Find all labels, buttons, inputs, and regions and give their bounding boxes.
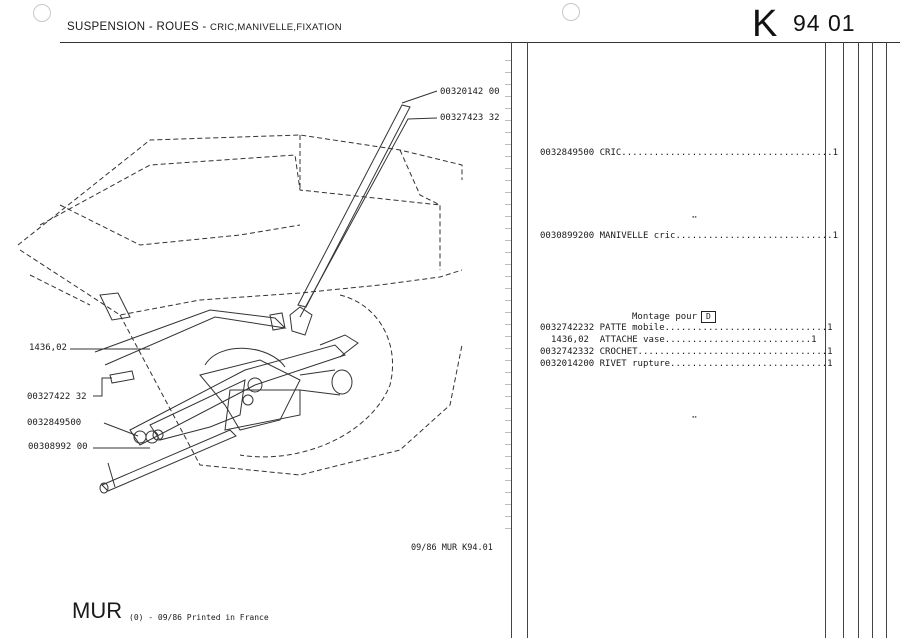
- jack-pivot: [242, 394, 254, 406]
- header-rule: [60, 42, 900, 43]
- jack-top: [319, 334, 359, 358]
- montage-label: Montage pour: [632, 312, 698, 322]
- jack-screw: [299, 369, 341, 396]
- crank-handle-tip: [99, 482, 109, 494]
- column-divider: [843, 42, 844, 638]
- printed-note: (0) - 09/86 Printed in France: [129, 613, 269, 622]
- part-row: 0032014200 RIVET rupture................…: [540, 359, 833, 369]
- attache-bracket: [109, 370, 135, 384]
- body-outline: [19, 249, 463, 316]
- jack-roller: [152, 429, 164, 441]
- part-row: 1436,02 ATTACHE vase....................…: [551, 335, 817, 345]
- column-divider: [886, 42, 887, 638]
- leader-line: [93, 377, 112, 397]
- jack-roller: [145, 430, 159, 444]
- parts-diagram: [17, 90, 463, 494]
- title-main: SUSPENSION - ROUES -: [67, 21, 211, 33]
- jack-body: [129, 344, 346, 446]
- margin-ticks: [505, 60, 511, 540]
- model-code: MUR: [72, 598, 123, 623]
- callout-label: 00327422 32: [27, 392, 87, 402]
- callout-label: 0032849500: [27, 418, 82, 428]
- tiny-mark: ▪▪: [692, 414, 697, 419]
- footer-reference: 09/86 MUR K94.01: [411, 543, 493, 553]
- crank-handle: [107, 462, 116, 488]
- column-divider: [872, 42, 873, 638]
- body-outline: [99, 292, 131, 321]
- body-outline: [39, 154, 441, 226]
- callout-label: 1436,02: [29, 343, 67, 353]
- part-row: 0030899200 MANIVELLE cric...............…: [540, 231, 839, 241]
- callout-label: 00320142 00: [440, 87, 500, 97]
- callout-label: 00308992 00: [28, 442, 88, 452]
- body-outline: [17, 134, 463, 246]
- crank-handle: [101, 429, 237, 492]
- strap: [269, 312, 286, 331]
- jack-roller: [133, 430, 147, 444]
- body-outline: [239, 294, 394, 458]
- montage-code: D: [701, 311, 716, 323]
- column-divider: [527, 42, 528, 638]
- jack-body: [199, 359, 301, 431]
- body-outline: [29, 204, 301, 306]
- section-letter: K: [752, 3, 778, 45]
- page-title: SUSPENSION - ROUES - CRIC,MANIVELLE,FIXA…: [67, 21, 342, 33]
- jack-screw-end: [331, 369, 353, 395]
- hook-bracket: [289, 306, 313, 336]
- column-divider: [825, 42, 826, 638]
- strap: [94, 309, 287, 366]
- column-divider: [858, 42, 859, 638]
- callout-label: 00327423 32: [440, 113, 500, 123]
- part-row: 0032742332 CROCHET......................…: [540, 347, 833, 357]
- jack-pivot: [247, 377, 263, 393]
- body-outline: [119, 314, 463, 476]
- title-sub: CRIC,MANIVELLE,FIXATION: [210, 22, 342, 33]
- hook-rod: [297, 104, 411, 308]
- body-outline: [299, 135, 441, 270]
- part-row: 0032742232 PATTE mobile.................…: [540, 323, 833, 333]
- leader-line: [103, 422, 139, 437]
- leader-line: [401, 90, 438, 104]
- jack-base: [204, 347, 286, 368]
- tiny-mark: ▪▪: [692, 214, 697, 219]
- jack-base: [224, 389, 301, 431]
- punch-hole-left: [33, 4, 51, 22]
- leader-line: [299, 117, 438, 318]
- punch-hole-center: [562, 3, 580, 21]
- part-row: 0032849500 CRIC.........................…: [540, 148, 839, 158]
- column-divider: [511, 42, 512, 638]
- section-number: 94 01: [793, 10, 856, 36]
